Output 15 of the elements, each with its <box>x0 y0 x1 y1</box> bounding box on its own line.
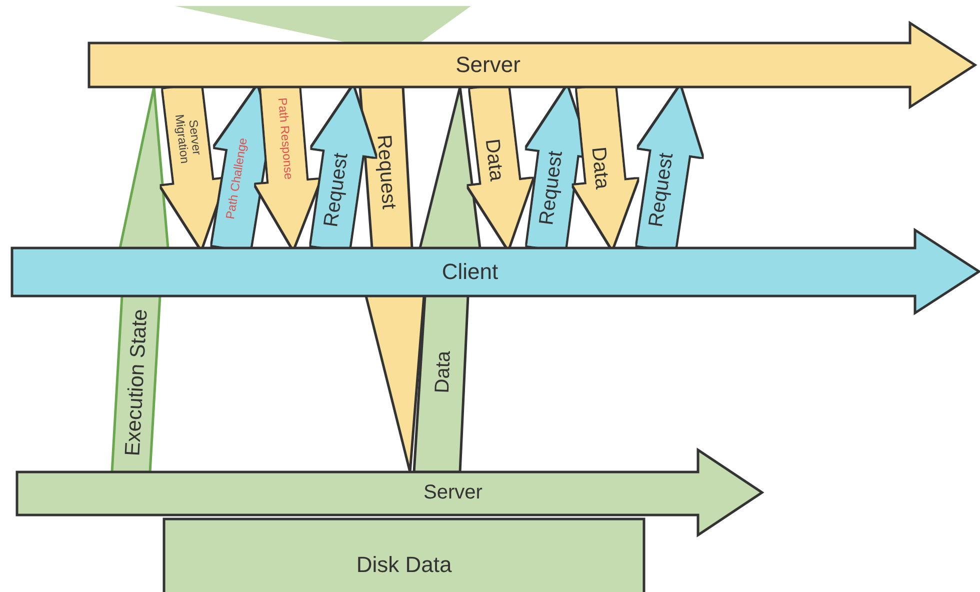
edge-label: Request <box>644 152 678 228</box>
edge-label: Data <box>587 146 614 190</box>
node-label: Server <box>424 482 482 504</box>
edge-label: Data <box>480 138 508 182</box>
node-label: Client <box>442 259 498 285</box>
edge-label: Request <box>372 134 400 210</box>
edge-label: Request <box>535 150 566 226</box>
edge-label: Request <box>320 152 352 228</box>
edge-label: Execution State <box>120 308 152 456</box>
edge-label: Data <box>431 350 455 394</box>
node-label: Server <box>456 52 520 78</box>
edge-label: Path Response <box>275 96 295 180</box>
node-label: Disk Data <box>356 552 452 578</box>
edge-label: Server Migration <box>171 112 206 166</box>
edge-label: Path Challenge <box>224 136 250 220</box>
